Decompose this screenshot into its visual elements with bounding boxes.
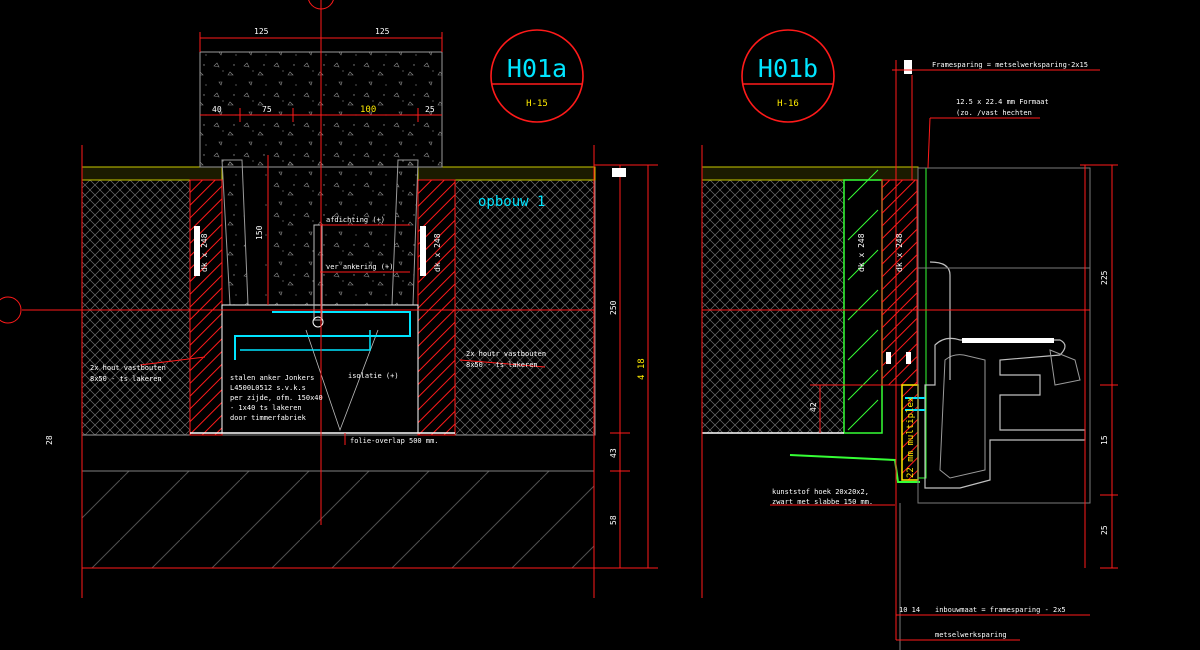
dim-left-total: 28 — [45, 435, 54, 445]
insert-b-2 — [906, 352, 911, 364]
dim-wall-right: dk x 248 — [433, 233, 442, 272]
dim-wall-b-b: dk x 248 — [895, 233, 904, 272]
window-profile — [924, 337, 1086, 489]
window-sill — [929, 261, 951, 380]
label-verankering: ver ankering (+) — [326, 263, 393, 271]
dim-25b: 25 — [1100, 525, 1109, 535]
note-center-3: per zijde, ofm. 150x40 — [230, 394, 323, 402]
dimensions-h01b — [701, 60, 1118, 641]
label-kozijn-1: 12.5 x 22.4 mm Formaat — [956, 98, 1049, 106]
dim-225: 225 — [1100, 270, 1109, 285]
label-folie: folie-overlap 500 mm. — [350, 437, 439, 445]
dimensions-h01a — [0, 0, 658, 598]
insert-left — [194, 226, 200, 276]
top-finish-left — [81, 166, 223, 181]
dim-top-125b: 125 — [375, 27, 390, 36]
axis-bubble-left — [0, 296, 22, 324]
dim-100: 100 — [360, 105, 376, 115]
note-left-1: 2x hout vastbouten — [90, 364, 166, 372]
dim-25: 25 — [425, 105, 435, 114]
dim-wall-b-a: dk x 248 — [857, 233, 866, 272]
labels-h01b: Framesparing = metselwerksparing-2x15 12… — [772, 61, 1109, 639]
dim-labels-h01a: 125 125 40 75 100 25 150 28 250 43 58 4 … — [45, 27, 647, 525]
frame-right — [417, 179, 456, 436]
detail-bubble-h01a[interactable]: H01a H-15 — [490, 29, 584, 123]
label-kozijn-2: (zo. /vast hechten — [956, 109, 1032, 117]
note-right-1: 2x houtr vastbouten — [466, 350, 546, 358]
labels-h01a: opbouw 1 afdichting (+) ver ankering (+)… — [90, 194, 546, 445]
note-left-2: 8x50 - ts lakeren — [90, 375, 162, 383]
detail-tag-h01b: H01b — [758, 54, 818, 83]
note-center-2: L4500L0512 s.v.k.s — [230, 384, 306, 392]
anchor-nut — [312, 316, 324, 328]
anchor-profile-inner — [240, 330, 371, 351]
label-isolatie: isolatie (+) — [348, 372, 399, 380]
insulation-right — [454, 179, 596, 436]
label-framesparing: Framesparing = metselwerksparing-2x15 — [932, 61, 1088, 69]
concrete-stem-left — [221, 159, 249, 306]
green-layer-a-hatch — [847, 169, 879, 431]
label-kunststof-1: kunststof hoek 20x20x2, — [772, 488, 869, 496]
lintel-cross — [305, 329, 379, 432]
insert-b-1 — [886, 352, 891, 364]
insert-right — [420, 226, 426, 276]
label-kunststof-2: zwart met slabbe 150 mm. — [772, 498, 873, 506]
insulation-right-detail — [701, 179, 845, 434]
label-multiplex: 22 mm multiplex — [906, 396, 916, 478]
detail-sheet-h01b: H-16 — [777, 99, 799, 109]
dim-10-14: 10 14 — [899, 606, 920, 614]
note-center-5: door timmerfabriek — [230, 414, 307, 422]
marker-right-top — [612, 168, 626, 177]
glass-bar — [962, 338, 1054, 343]
anchor-profile — [234, 311, 411, 360]
dim-wall-left: dk x 248 — [200, 233, 209, 272]
dim-40: 40 — [212, 105, 222, 114]
concrete-center — [265, 160, 390, 305]
dim-75: 75 — [262, 105, 272, 114]
dim-42: 42 — [809, 402, 818, 412]
ground-band — [81, 434, 595, 472]
frame-box-b — [917, 167, 1091, 504]
top-finish-right — [417, 166, 596, 181]
label-metselwerksparing: metselwerksparing — [935, 631, 1007, 639]
label-inbouw: inbouwmaat = framesparing - 2x5 — [935, 606, 1066, 614]
note-right-2: 8x50 - ts lakeren — [466, 361, 538, 369]
green-flashing — [789, 454, 920, 483]
detail-sheet-h01a: H-15 — [526, 99, 548, 109]
detail-h01b — [701, 60, 1091, 650]
top-finish-right-detail — [701, 166, 919, 181]
window-profile-inner — [939, 349, 1081, 479]
detail-tag-h01a: H01a — [507, 54, 567, 83]
ground-diagonal-hatch — [81, 470, 595, 569]
label-opbouw: opbouw 1 — [478, 194, 545, 210]
frame-left — [189, 179, 223, 436]
dim-250: 250 — [609, 300, 618, 315]
red-frame-b — [881, 179, 918, 386]
marker-top-b — [904, 60, 912, 74]
note-center-1: stalen anker Jonkers — [230, 374, 314, 382]
cyan-seal — [905, 397, 925, 411]
concrete-stem-right — [391, 159, 419, 306]
green-layer-a — [843, 179, 883, 434]
dim-58: 58 — [609, 515, 618, 525]
label-afdichting: afdichting (+) — [326, 216, 385, 224]
note-center-4: - 1x40 ts lakeren — [230, 404, 302, 412]
dim-418: 4 18 — [637, 358, 647, 380]
axis-bubble-top — [308, 0, 334, 10]
dim-43: 43 — [609, 448, 618, 458]
dim-15: 15 — [1100, 435, 1109, 445]
detail-bubble-h01b[interactable]: H01b H-16 — [741, 29, 835, 123]
dim-top-125a: 125 — [254, 27, 269, 36]
insulation-left — [81, 179, 191, 436]
dim-150: 150 — [255, 225, 264, 240]
